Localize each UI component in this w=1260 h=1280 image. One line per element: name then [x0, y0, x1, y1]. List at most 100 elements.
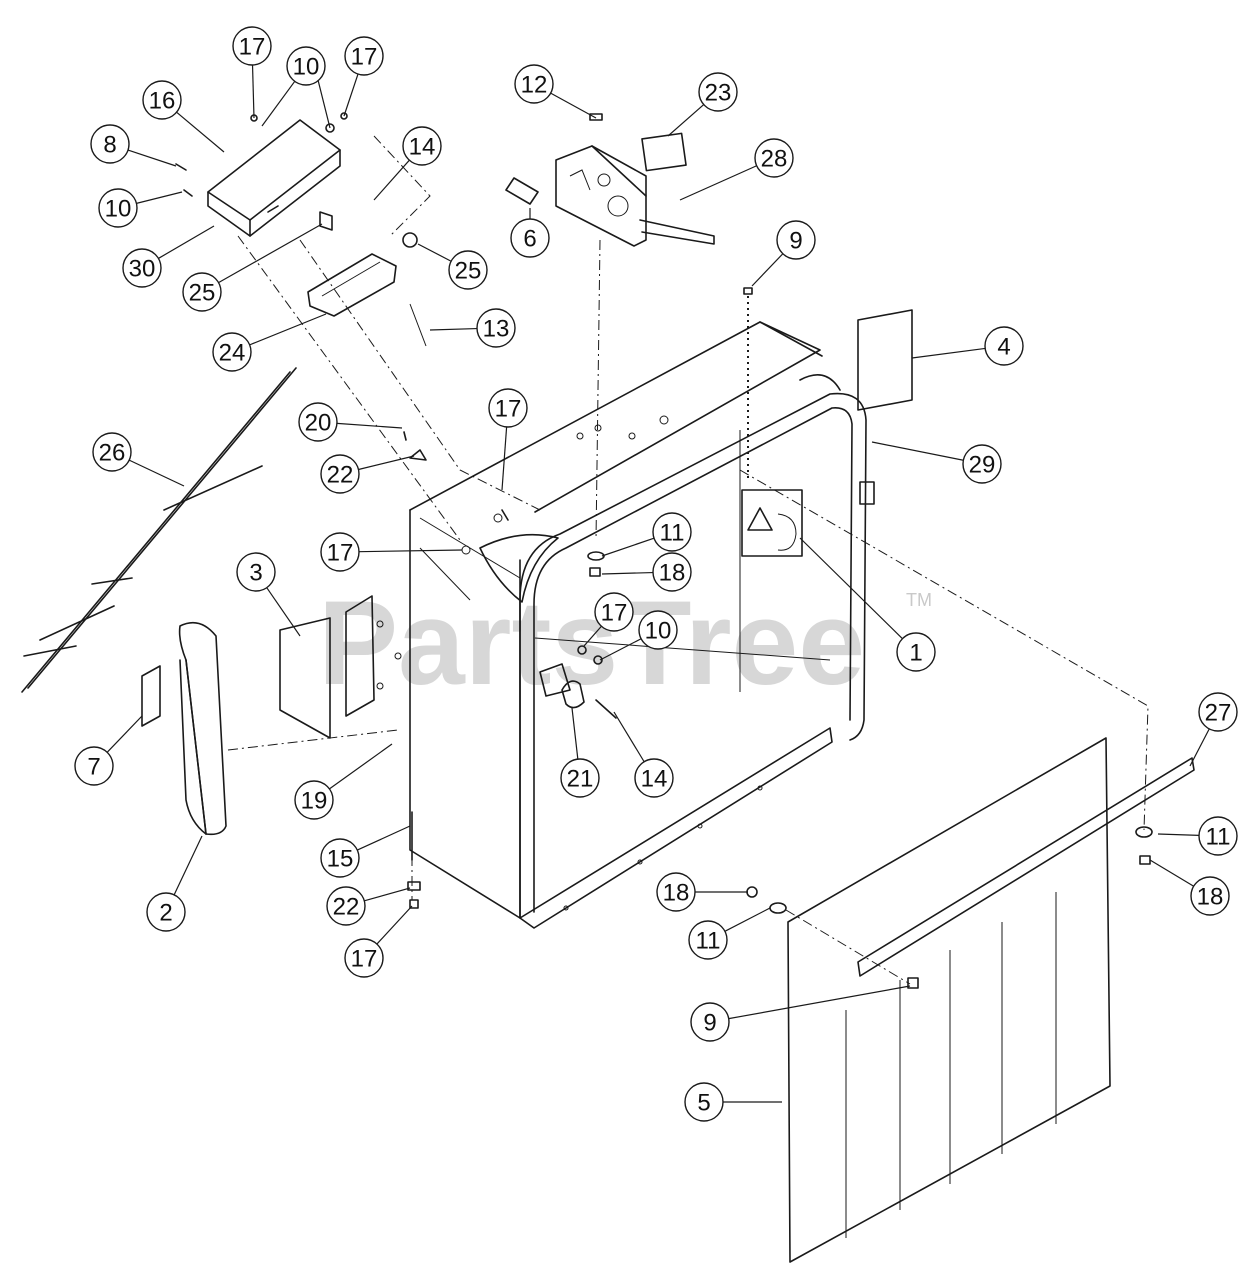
side-pad	[141, 621, 227, 836]
leader-line	[1157, 833, 1200, 836]
callout-number: 24	[219, 340, 246, 367]
leader-line	[571, 707, 579, 760]
callout-number: 25	[455, 258, 482, 285]
callout-number: 12	[521, 72, 548, 99]
callout-22: 22	[320, 454, 415, 494]
callout-7: 7	[74, 715, 143, 786]
callout-25: 25	[417, 243, 488, 290]
leader-line	[501, 426, 508, 491]
leader-line	[417, 243, 452, 262]
callout-circle	[402, 126, 442, 166]
leader-line	[358, 549, 463, 553]
callout-number: 11	[1206, 824, 1231, 851]
callout-number: 15	[327, 846, 354, 873]
callout-circle	[320, 532, 360, 572]
callout-circle	[98, 188, 138, 228]
decal-4	[857, 309, 913, 411]
callout-circle	[142, 80, 182, 120]
callout-18: 18	[1149, 859, 1230, 916]
callout-number: 10	[105, 196, 132, 223]
callout-circle	[510, 218, 550, 258]
leader-line	[799, 537, 903, 640]
callout-circle	[984, 326, 1024, 366]
callout-number: 22	[327, 462, 354, 489]
callout-circle	[344, 938, 384, 978]
callout-circle	[896, 632, 936, 672]
watermark-text: PartsTree	[318, 576, 865, 710]
leader-line	[601, 571, 654, 575]
callout-17: 17	[232, 26, 272, 119]
callout-circle	[652, 552, 692, 592]
callout-17: 17	[583, 592, 634, 647]
leader-line	[251, 64, 255, 119]
callout-25: 25	[182, 223, 323, 312]
leader-line	[601, 537, 655, 557]
callout-circle	[232, 26, 272, 66]
callout-number: 16	[149, 88, 176, 115]
callout-number: 11	[660, 520, 685, 547]
leader-line	[249, 313, 327, 346]
warning-decal	[741, 489, 803, 557]
bracket	[539, 663, 571, 697]
leader-line	[911, 347, 986, 359]
callout-number: 19	[301, 788, 328, 815]
callout-16: 16	[142, 80, 225, 153]
callout-4: 4	[911, 326, 1024, 366]
callout-29: 29	[871, 441, 1002, 484]
callout-circle	[236, 552, 276, 592]
callout-circle	[684, 1082, 724, 1122]
callout-number: 18	[1197, 884, 1224, 911]
callout-number: 17	[495, 396, 522, 423]
callout-circle	[488, 388, 528, 428]
callout-circle	[320, 838, 360, 878]
callout-number: 17	[351, 44, 378, 71]
callout-circle	[656, 872, 696, 912]
callout-circle	[594, 592, 634, 632]
callout-circle	[1190, 876, 1230, 916]
callout-circle	[1198, 816, 1238, 856]
callout-circle	[652, 512, 692, 552]
callout-circle	[90, 124, 130, 164]
callout-18: 18	[656, 872, 748, 912]
callout-1: 1	[799, 537, 936, 672]
callout-number: 10	[645, 618, 672, 645]
callout-circle	[476, 308, 516, 348]
callout-30: 30	[122, 225, 215, 288]
callout-13: 13	[429, 308, 516, 348]
callout-10: 10	[98, 188, 183, 228]
callout-number: 4	[997, 334, 1010, 361]
callout-circle	[754, 138, 794, 178]
callout-number: 25	[189, 280, 216, 307]
callout-number: 6	[523, 226, 536, 253]
callout-2: 2	[146, 835, 203, 932]
leader-line	[599, 638, 642, 661]
callout-number: 14	[641, 766, 668, 793]
callout-circle	[1198, 692, 1238, 732]
callout-circle	[448, 250, 488, 290]
leader-line	[751, 253, 784, 287]
callout-19: 19	[294, 743, 393, 820]
leader-line	[550, 92, 597, 119]
callout-10: 10	[261, 46, 326, 127]
callout-number: 10	[293, 54, 320, 81]
callout-circle	[74, 746, 114, 786]
control-rods	[21, 367, 297, 693]
leader-line	[173, 835, 203, 896]
callout-number: 13	[483, 316, 510, 343]
leader-line	[158, 225, 215, 259]
decal-7	[141, 665, 161, 727]
rear-flap	[787, 737, 1111, 1263]
callout-11: 11	[688, 907, 771, 960]
callout-14: 14	[613, 711, 674, 798]
callout-circle	[326, 886, 366, 926]
callout-27: 27	[1189, 692, 1238, 767]
callout-number: 1	[909, 640, 922, 667]
callout-circle	[962, 444, 1002, 484]
callout-11: 11	[1157, 816, 1238, 856]
callout-number: 3	[249, 560, 262, 587]
callout-number: 9	[703, 1010, 716, 1037]
callout-20: 20	[298, 402, 403, 442]
callout-number: 22	[333, 894, 360, 921]
callout-circle	[690, 1002, 730, 1042]
